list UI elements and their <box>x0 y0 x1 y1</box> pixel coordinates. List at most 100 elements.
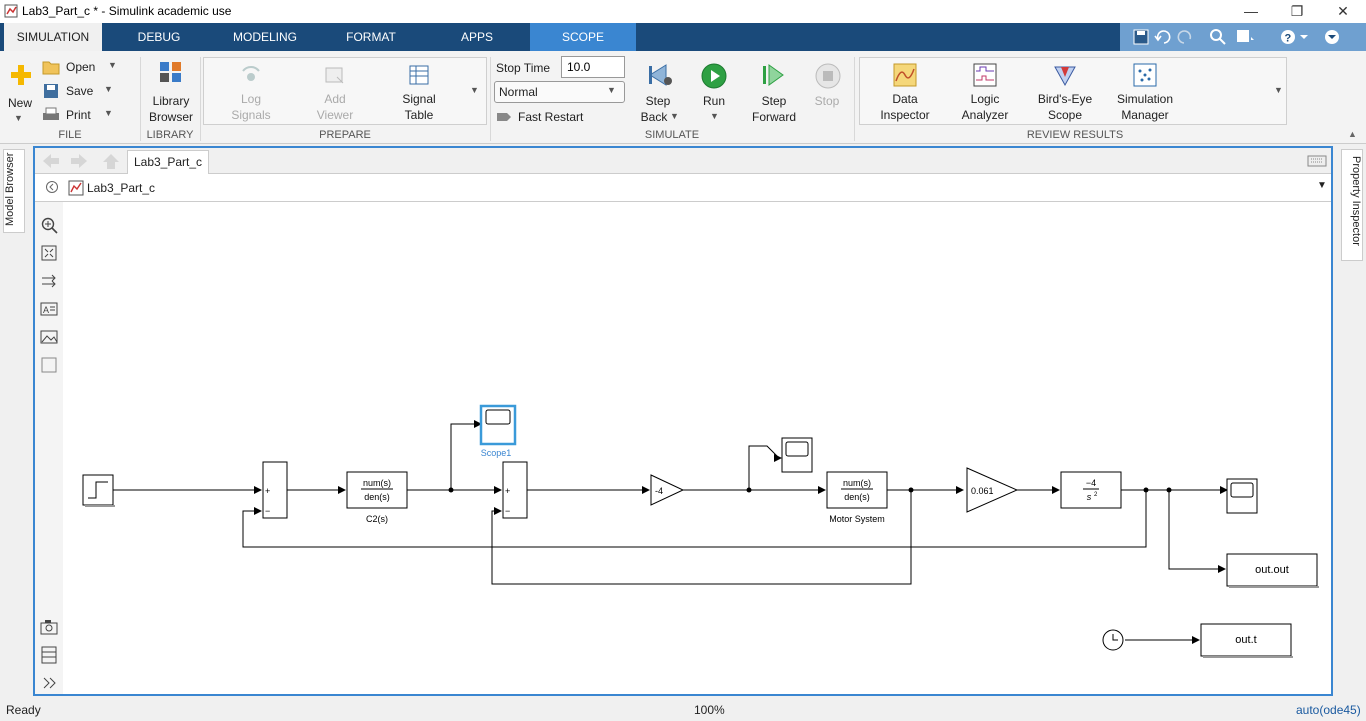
keyboard-icon[interactable] <box>1307 154 1327 168</box>
logic-analyzer-label-2: Analyzer <box>961 108 1009 122</box>
tab-modeling[interactable]: MODELING <box>232 30 297 44</box>
chevron-down-icon: ▼ <box>104 108 113 118</box>
log-signals-button[interactable]: Log Signals <box>224 61 278 125</box>
fit-to-view-icon[interactable] <box>40 244 58 262</box>
quick-access-toolbar: ? <box>1120 23 1366 51</box>
screenshot-icon[interactable] <box>40 618 58 636</box>
sum-block-1[interactable]: + − <box>262 461 288 519</box>
diagram-canvas[interactable]: + − num(s) den(s) C2(s) Scope1 + <box>63 202 1331 694</box>
navigation-arrows <box>43 154 119 169</box>
simulation-mode-select[interactable]: Normal ▼ <box>494 81 625 103</box>
gain-block-2[interactable]: 0.061 <box>966 467 1019 513</box>
maximize-button[interactable]: ❐ <box>1290 3 1304 19</box>
open-button[interactable]: Open ▼ <box>42 59 122 77</box>
data-inspector-button[interactable]: Data Inspector <box>872 61 938 125</box>
feedback-line[interactable] <box>491 490 912 585</box>
to-workspace-t[interactable]: out.t <box>1200 623 1293 658</box>
collapse-ribbon-icon[interactable] <box>1325 30 1339 44</box>
scope2-block[interactable] <box>781 437 813 473</box>
solver-link[interactable]: auto(ode45) <box>1296 703 1361 717</box>
transfer-fcn-motor[interactable]: num(s) den(s) Motor System <box>826 471 888 524</box>
double-integrator-block[interactable]: −4 s 2 <box>1060 471 1122 509</box>
stop-button[interactable]: Stop <box>808 61 846 129</box>
scope3-block[interactable] <box>1226 478 1258 514</box>
clock-block[interactable] <box>1102 629 1124 651</box>
signal-line[interactable] <box>1168 490 1226 573</box>
hide-explorer-icon[interactable] <box>45 180 59 194</box>
sum-block-2[interactable]: + − <box>502 461 528 519</box>
group-separator <box>854 57 855 141</box>
step-forward-label-1: Step <box>761 94 787 108</box>
address-dropdown-icon[interactable]: ▼ <box>1317 180 1327 191</box>
fast-restart-toggle[interactable]: Fast Restart <box>496 109 596 127</box>
review-expand-icon[interactable]: ▼ <box>1274 85 1283 95</box>
block-diagram: + − num(s) den(s) C2(s) Scope1 + <box>82 404 1319 658</box>
tab-apps[interactable]: APPS <box>460 30 493 44</box>
annotation-icon[interactable]: A <box>40 300 58 318</box>
signal-table-button[interactable]: Signal Table <box>392 61 446 125</box>
feedback-line[interactable] <box>242 490 1147 548</box>
community-icon[interactable] <box>1237 30 1254 42</box>
model-tab[interactable]: Lab3_Part_c <box>127 150 209 174</box>
add-viewer-button[interactable]: Add Viewer <box>308 61 362 125</box>
step-back-icon <box>649 64 672 86</box>
back-arrow-icon[interactable] <box>43 154 59 168</box>
tab-scope[interactable]: SCOPE <box>530 23 636 51</box>
integ-denominator: s <box>1087 492 1092 502</box>
fast-restart-label: Fast Restart <box>518 110 584 124</box>
prepare-group-label: PREPARE <box>319 129 371 141</box>
to-workspace-out[interactable]: out.out <box>1226 553 1319 588</box>
new-label: New <box>7 96 32 110</box>
image-icon[interactable] <box>40 328 58 346</box>
undo-icon[interactable] <box>1154 30 1171 44</box>
branch-point <box>908 487 914 493</box>
step-block[interactable] <box>82 474 115 507</box>
address-path[interactable]: Lab3_Part_c <box>87 181 156 195</box>
print-button[interactable]: Print ▼ <box>42 107 122 125</box>
data-inspector-label-1: Data <box>892 92 918 106</box>
prepare-expand-icon[interactable]: ▼ <box>470 85 479 95</box>
gain-block-1[interactable]: -4 <box>650 474 685 506</box>
route-lines-icon[interactable] <box>40 272 58 290</box>
tab-format[interactable]: FORMAT <box>346 30 396 44</box>
area-icon[interactable] <box>40 356 58 374</box>
tf2-denominator: den(s) <box>844 492 870 502</box>
help-icon[interactable]: ? <box>1281 30 1308 45</box>
model-browser-tab[interactable]: Model Browser <box>3 149 25 233</box>
tf2-name: Motor System <box>829 514 885 524</box>
simulation-manager-label-2: Manager <box>1121 108 1169 122</box>
simulation-manager-button[interactable]: Simulation Manager <box>1112 61 1178 125</box>
save-icon[interactable] <box>1133 29 1149 45</box>
redo-icon[interactable] <box>1177 30 1192 44</box>
forward-arrow-icon[interactable] <box>71 154 87 168</box>
transfer-fcn-c2[interactable]: num(s) den(s) C2(s) <box>346 471 408 524</box>
folder-icon <box>42 61 60 75</box>
chevron-down-icon: ▼ <box>607 85 616 95</box>
property-table-icon[interactable] <box>40 646 58 664</box>
signal-line[interactable] <box>450 420 482 490</box>
birds-eye-scope-button[interactable]: Bird's-Eye Scope <box>1032 61 1098 125</box>
stop-label: Stop <box>814 94 840 108</box>
step-forward-button[interactable]: Step Forward <box>748 61 800 129</box>
zoom-icon[interactable] <box>40 216 58 234</box>
property-inspector-tab[interactable]: Property Inspector <box>1341 149 1363 261</box>
prepare-gallery <box>203 57 487 125</box>
signal-line[interactable] <box>748 445 782 490</box>
minimize-button[interactable]: — <box>1244 3 1258 19</box>
scope1-block[interactable]: Scope1 <box>479 404 517 458</box>
new-button[interactable]: New ▼ <box>4 55 36 125</box>
library-browser-button[interactable]: Library Browser <box>146 57 196 127</box>
tab-debug[interactable]: DEBUG <box>137 30 181 44</box>
save-button[interactable]: Save ▼ <box>42 83 122 101</box>
collapse-ribbon-icon[interactable]: ▲ <box>1348 129 1357 139</box>
run-button[interactable]: Run ▼ <box>694 61 734 129</box>
tab-simulation[interactable]: SIMULATION <box>4 23 102 51</box>
stop-time-input[interactable] <box>561 56 625 78</box>
close-button[interactable]: ✕ <box>1337 3 1349 19</box>
logic-analyzer-button[interactable]: Logic Analyzer <box>952 61 1018 125</box>
search-icon[interactable] <box>1210 29 1226 45</box>
step-back-button[interactable]: Step Back ▼ <box>636 61 680 129</box>
up-arrow-icon[interactable] <box>103 154 119 169</box>
expand-toolbar-icon[interactable] <box>40 674 58 692</box>
birds-eye-scope-icon <box>1054 66 1076 87</box>
